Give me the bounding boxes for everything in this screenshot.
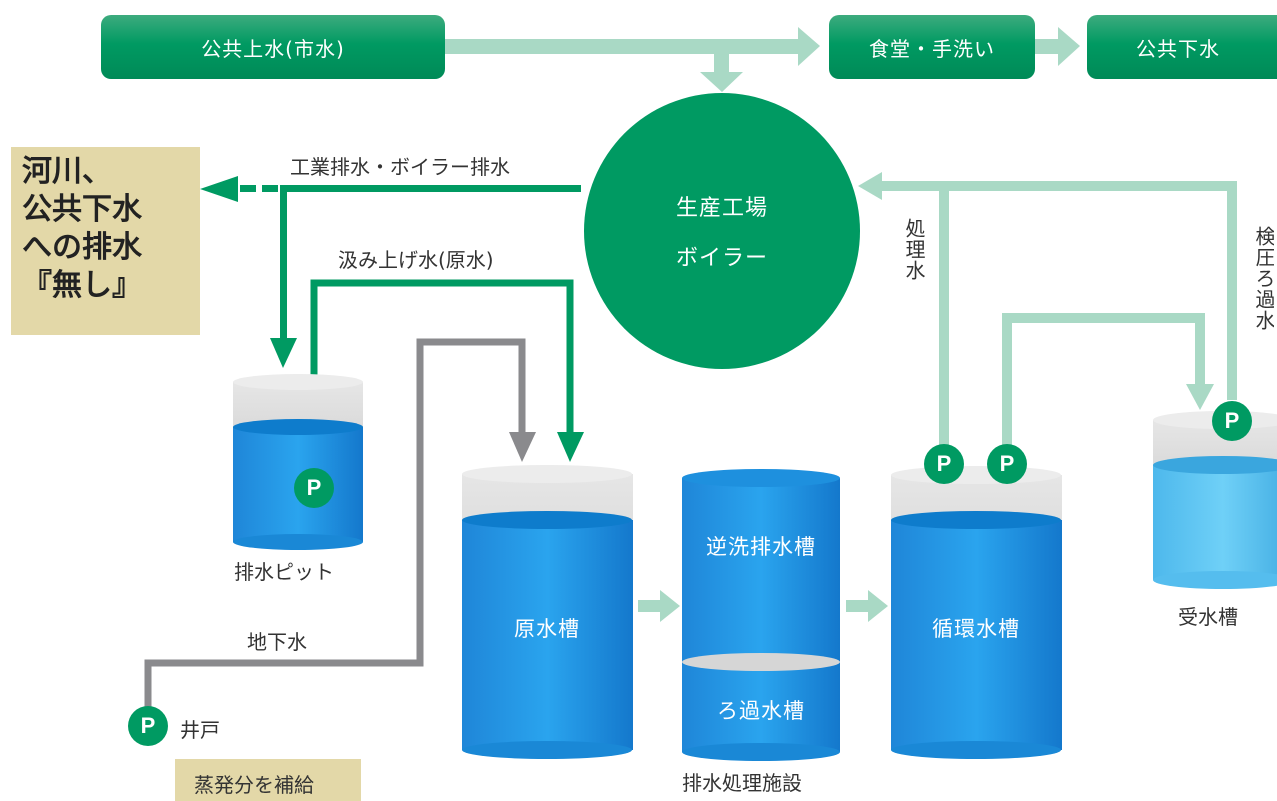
raw-to-treatment-arrow — [638, 590, 680, 622]
discharge-note-line1: 河川、 — [22, 154, 112, 189]
treated-water-return-pipe — [858, 172, 949, 455]
discharge-to-pit-arrow — [270, 185, 297, 368]
factory-line2: ボイラー — [675, 246, 768, 271]
discharge-note-line3: への排水 — [22, 230, 142, 265]
pumped-raw-water-label: 汲み上げ水(原水) — [338, 248, 494, 272]
cafeteria-to-sewer-arrow — [1035, 27, 1080, 66]
discharge-note-line4: 『無し』 — [22, 268, 142, 303]
inspection-water-return-pipe — [944, 181, 1237, 400]
backwash-tank-label: 逆洗排水槽 — [706, 535, 816, 559]
filter-tank-label: ろ過水槽 — [717, 699, 805, 723]
factory-line1: 生産工場 — [675, 196, 768, 221]
treated-water-label: 処理水 — [902, 218, 926, 281]
raw-tank-label: 原水槽 — [514, 617, 580, 641]
circulation-tank-label: 循環水槽 — [932, 617, 1020, 641]
receiving-tank-pump-icon: P — [1212, 401, 1252, 441]
receiving-tank-label: 受水槽 — [1178, 605, 1238, 629]
evaporation-note-label: 蒸発分を補給 — [194, 773, 314, 797]
sewer-label: 公共下水 — [1136, 36, 1220, 61]
city-water-label: 公共上水(市水) — [201, 36, 345, 61]
receiving-tank — [1153, 411, 1277, 589]
raw-tank — [462, 465, 633, 759]
sewer-box: 公共下水 — [1087, 15, 1277, 79]
discharge-note-box — [11, 147, 200, 335]
circulation-pump-icon: P — [987, 444, 1027, 484]
drain-pit-tank — [233, 374, 363, 550]
treatment-to-circulation-arrow — [846, 590, 888, 622]
well-pump-icon: P — [128, 706, 168, 746]
discharge-blocked-arrow — [200, 176, 581, 202]
drain-pit-label: 排水ピット — [234, 560, 334, 584]
city-water-box: 公共上水(市水) — [101, 15, 445, 79]
inspection-water-label: 検圧ろ過水 — [1254, 226, 1274, 331]
discharge-note-line2: 公共下水 — [22, 192, 142, 227]
city-water-to-cafeteria-arrow — [445, 27, 820, 66]
well-label: 井戸 — [180, 718, 220, 742]
city-water-to-factory-arrow — [700, 54, 743, 92]
groundwater-label: 地下水 — [247, 630, 307, 654]
drain-pit-pump-icon: P — [294, 468, 334, 508]
cafeteria-box: 食堂・手洗い — [829, 15, 1035, 79]
circulation-to-receiving-pipe — [1002, 313, 1214, 455]
evaporation-note-box — [175, 759, 361, 801]
industrial-discharge-label: 工業排水・ボイラー排水 — [290, 155, 510, 179]
discharge-note-text: 河川、 公共下水 への排水 『無し』 — [22, 153, 142, 305]
groundwater-pipe — [144, 338, 536, 718]
factory-boiler-circle: 生産工場 ボイラー — [584, 93, 860, 369]
cafeteria-label: 食堂・手洗い — [869, 36, 995, 61]
treatment-facility-tank — [682, 469, 840, 761]
treated-water-pump-icon: P — [924, 444, 964, 484]
treatment-facility-label: 排水処理施設 — [682, 771, 802, 795]
